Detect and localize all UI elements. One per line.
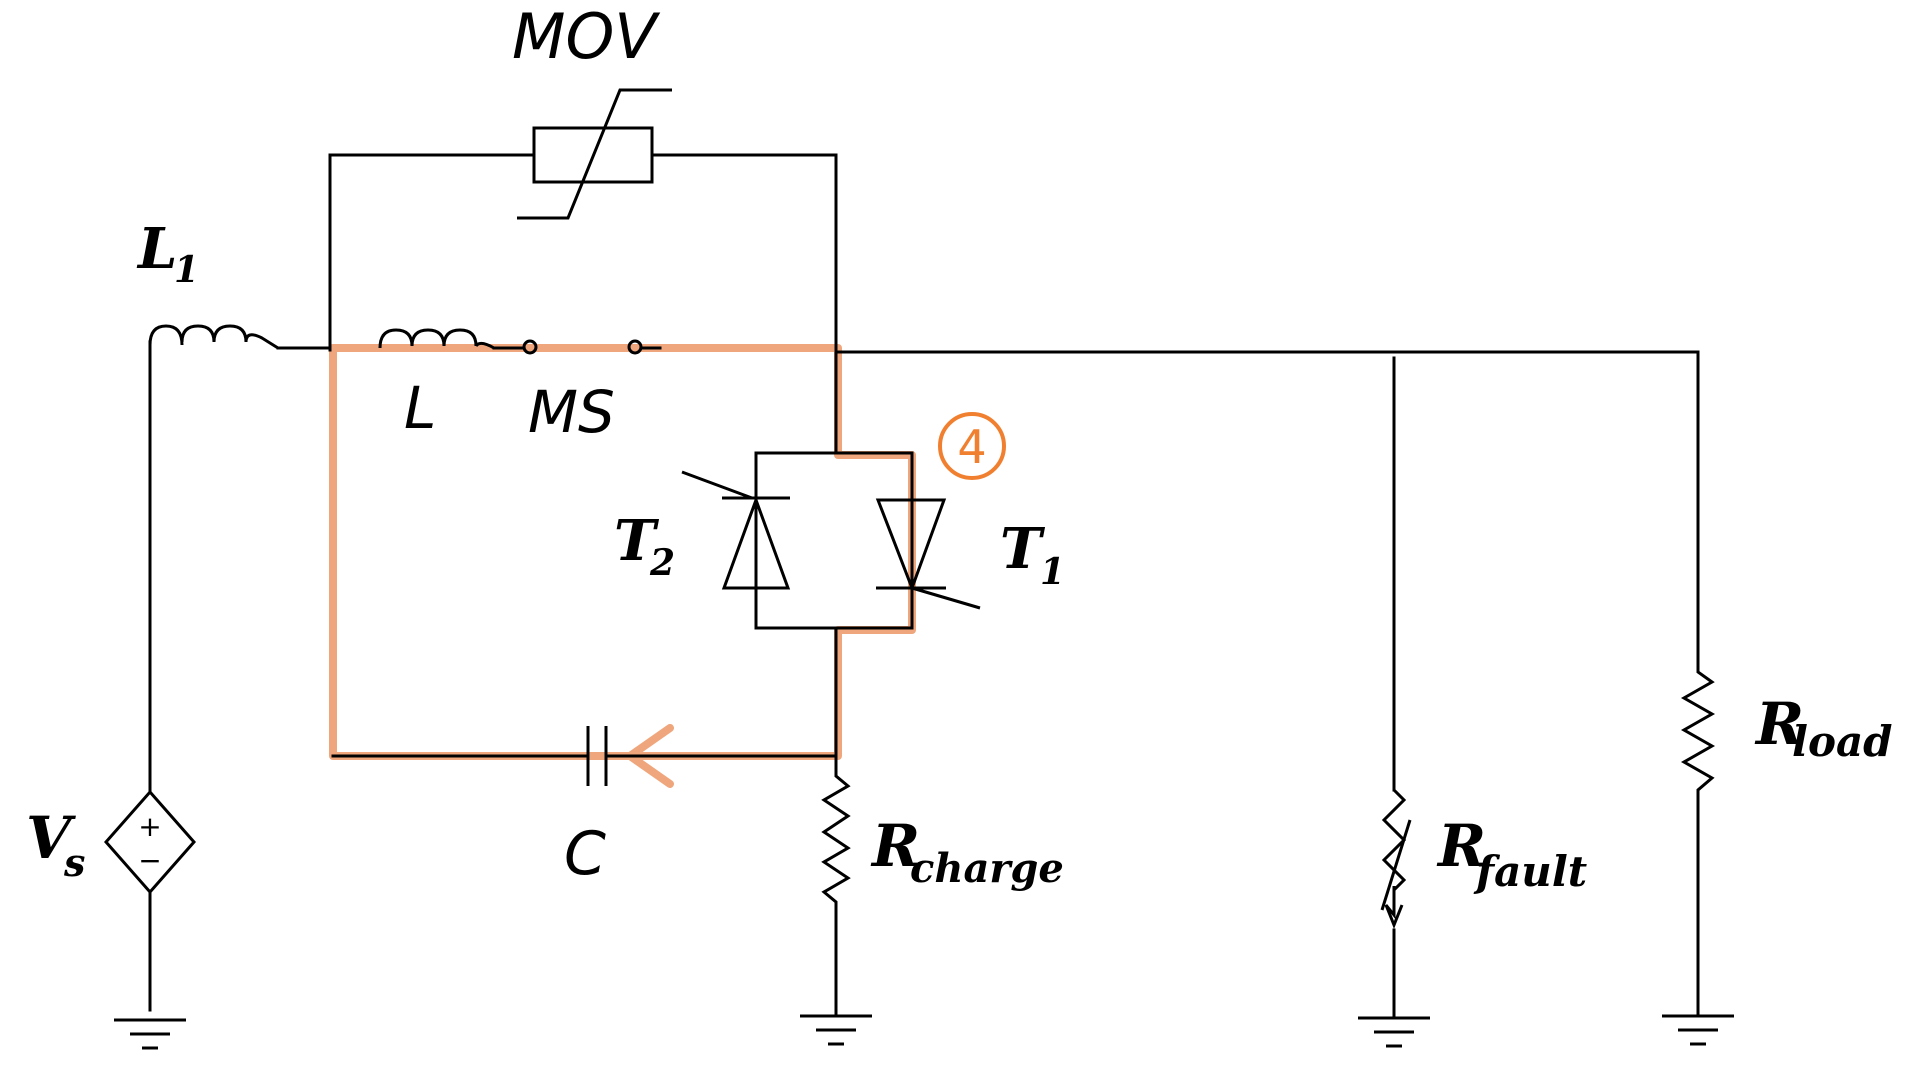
- svg-text:L: L: [136, 216, 177, 282]
- rfault-label: R fault: [1436, 812, 1587, 896]
- svg-text:R: R: [870, 812, 920, 880]
- vs-label: V s: [26, 804, 85, 885]
- svg-text:V: V: [26, 804, 76, 872]
- step-marker-number: 4: [957, 420, 986, 474]
- resistor-rcharge: [821, 758, 851, 1000]
- source-minus-sign: −: [138, 844, 161, 877]
- svg-text:charge: charge: [910, 845, 1064, 892]
- c-label: C: [564, 819, 606, 889]
- svg-text:s: s: [63, 840, 85, 885]
- svg-text:2: 2: [649, 542, 675, 584]
- t2-label: T 2: [614, 508, 675, 584]
- svg-text:T: T: [1000, 516, 1046, 582]
- t1-label: T 1: [1000, 516, 1065, 593]
- inductor-l1: [148, 324, 279, 350]
- thyristor-t1: [875, 498, 981, 610]
- ground-rcharge: [800, 998, 872, 1046]
- svg-text:1: 1: [174, 249, 199, 291]
- source-plus-sign: +: [138, 810, 161, 843]
- ground-vs: [114, 1018, 186, 1050]
- step-marker: 4: [938, 412, 1006, 480]
- svg-text:T: T: [614, 508, 660, 574]
- ms-label: MS: [528, 378, 615, 446]
- mov-branch: [328, 153, 838, 352]
- resistor-rload: [1680, 662, 1716, 1008]
- thyristor-t2: [681, 470, 791, 590]
- ground-rload: [1662, 1006, 1734, 1046]
- svg-text:1: 1: [1040, 551, 1065, 593]
- mov-label: MOV: [512, 0, 661, 73]
- svg-text:fault: fault: [1473, 847, 1587, 896]
- svg-text:R: R: [1754, 690, 1804, 758]
- svg-text:R: R: [1436, 812, 1486, 880]
- resistor-rfault: [1380, 788, 1412, 1012]
- mov-varistor: [517, 88, 672, 220]
- rload-label: R load: [1754, 690, 1893, 766]
- l1-label: L 1: [136, 216, 199, 291]
- l-label: L: [404, 374, 436, 442]
- rcharge-label: R charge: [870, 812, 1064, 892]
- mechanical-switch-ms: [492, 339, 662, 355]
- main-rail: [148, 340, 1700, 794]
- ground-rfault: [1358, 1008, 1430, 1048]
- svg-text:load: load: [1792, 717, 1893, 766]
- inductor-l: [378, 328, 495, 350]
- voltage-source-vs: [104, 789, 196, 1012]
- capacitor-c: [331, 726, 838, 786]
